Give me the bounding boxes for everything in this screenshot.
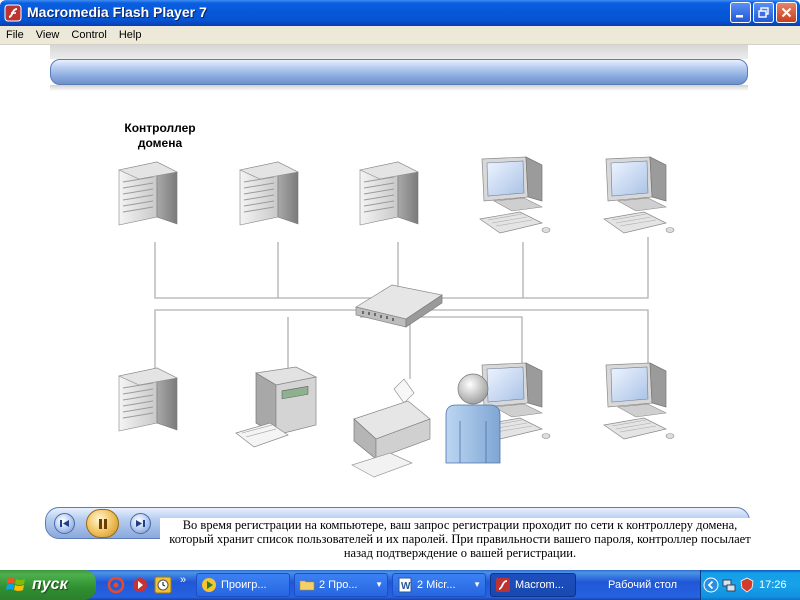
clock-app-icon[interactable] bbox=[154, 576, 172, 594]
banner-shadow bbox=[50, 85, 748, 91]
close-icon bbox=[781, 7, 792, 18]
pause-icon bbox=[98, 518, 107, 529]
server-icon bbox=[118, 367, 178, 432]
start-button[interactable]: пуск bbox=[0, 570, 96, 600]
desktop-toolbar-label[interactable]: Рабочий стол bbox=[608, 579, 678, 591]
svg-text:W: W bbox=[401, 581, 411, 592]
user-icon bbox=[445, 373, 501, 464]
rewind-button[interactable] bbox=[54, 513, 75, 534]
chevron-left-icon[interactable] bbox=[703, 577, 719, 593]
window-titlebar[interactable]: Macromedia Flash Player 7 bbox=[0, 0, 800, 26]
group-arrow-icon: ▼ bbox=[473, 580, 481, 589]
start-label: пуск bbox=[32, 576, 68, 593]
flash-icon bbox=[496, 578, 510, 592]
top-strip bbox=[50, 45, 748, 59]
menu-file[interactable]: File bbox=[6, 29, 24, 41]
narration-caption: Во время регистрации на компьютере, ваш … bbox=[160, 518, 760, 560]
menu-help[interactable]: Help bbox=[118, 29, 142, 41]
quicklaunch-overflow[interactable]: » bbox=[180, 574, 187, 586]
top-banner bbox=[50, 59, 748, 85]
printer-icon bbox=[351, 378, 431, 478]
window-title: Macromedia Flash Player 7 bbox=[27, 4, 207, 20]
forward-button[interactable] bbox=[130, 513, 151, 534]
task-flash-player[interactable]: Macrom... bbox=[490, 573, 576, 597]
windows-logo-icon bbox=[6, 578, 25, 591]
server-icon bbox=[359, 161, 419, 226]
word-icon: W bbox=[398, 577, 412, 593]
browser-icon[interactable] bbox=[107, 576, 125, 594]
media-icon[interactable] bbox=[131, 576, 149, 594]
fax-machine-icon bbox=[235, 366, 318, 448]
workstation-icon bbox=[479, 156, 551, 234]
menu-view[interactable]: View bbox=[35, 29, 60, 41]
domain-controller-server-icon bbox=[118, 161, 178, 226]
pause-button[interactable] bbox=[86, 509, 119, 538]
group-arrow-icon: ▼ bbox=[375, 580, 383, 589]
task-media-player[interactable]: Проигр... bbox=[196, 573, 290, 597]
minimize-icon bbox=[736, 15, 743, 18]
security-tray-icon[interactable] bbox=[739, 577, 755, 593]
rewind-icon bbox=[60, 520, 69, 527]
task-explorer-group[interactable]: 2 Про... ▼ bbox=[294, 573, 388, 597]
flash-stage[interactable]: Контроллер домена bbox=[0, 45, 800, 570]
menu-bar: File View Control Help bbox=[0, 26, 800, 45]
media-player-icon bbox=[202, 578, 216, 592]
minimize-button[interactable] bbox=[730, 2, 751, 23]
flash-player-icon bbox=[4, 4, 22, 22]
network-diagram bbox=[118, 156, 675, 478]
system-tray: 17:26 bbox=[700, 570, 800, 600]
close-button[interactable] bbox=[776, 2, 797, 23]
network-switch-icon bbox=[355, 284, 443, 328]
server-icon bbox=[239, 161, 299, 226]
workstation-icon bbox=[603, 362, 675, 440]
restore-button[interactable] bbox=[753, 2, 774, 23]
taskbar: пуск » Проигр... 2 Про... ▼ W 2 Micr... … bbox=[0, 570, 800, 600]
workstation-icon bbox=[603, 156, 675, 234]
network-tray-icon[interactable] bbox=[721, 577, 737, 593]
domain-controller-label: Контроллер домена bbox=[124, 121, 196, 150]
clock[interactable]: 17:26 bbox=[759, 579, 787, 591]
menu-control[interactable]: Control bbox=[71, 29, 107, 41]
restore-icon bbox=[758, 7, 769, 18]
task-word-group[interactable]: W 2 Micr... ▼ bbox=[392, 573, 486, 597]
folder-icon bbox=[299, 580, 315, 591]
forward-icon bbox=[136, 520, 145, 527]
